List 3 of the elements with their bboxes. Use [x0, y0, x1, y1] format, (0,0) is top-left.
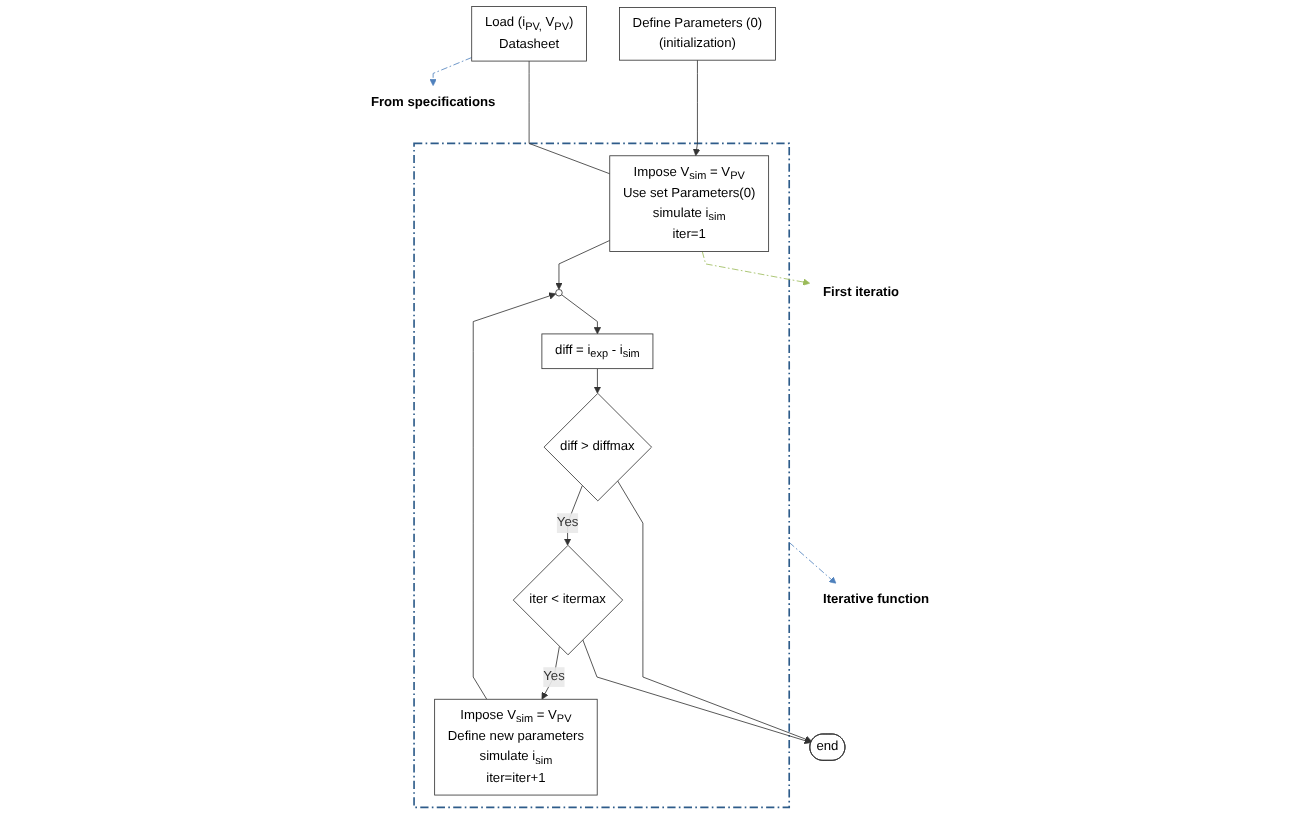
node-circle — [555, 289, 563, 297]
cluster — [413, 142, 791, 809]
connector — [528, 60, 611, 175]
